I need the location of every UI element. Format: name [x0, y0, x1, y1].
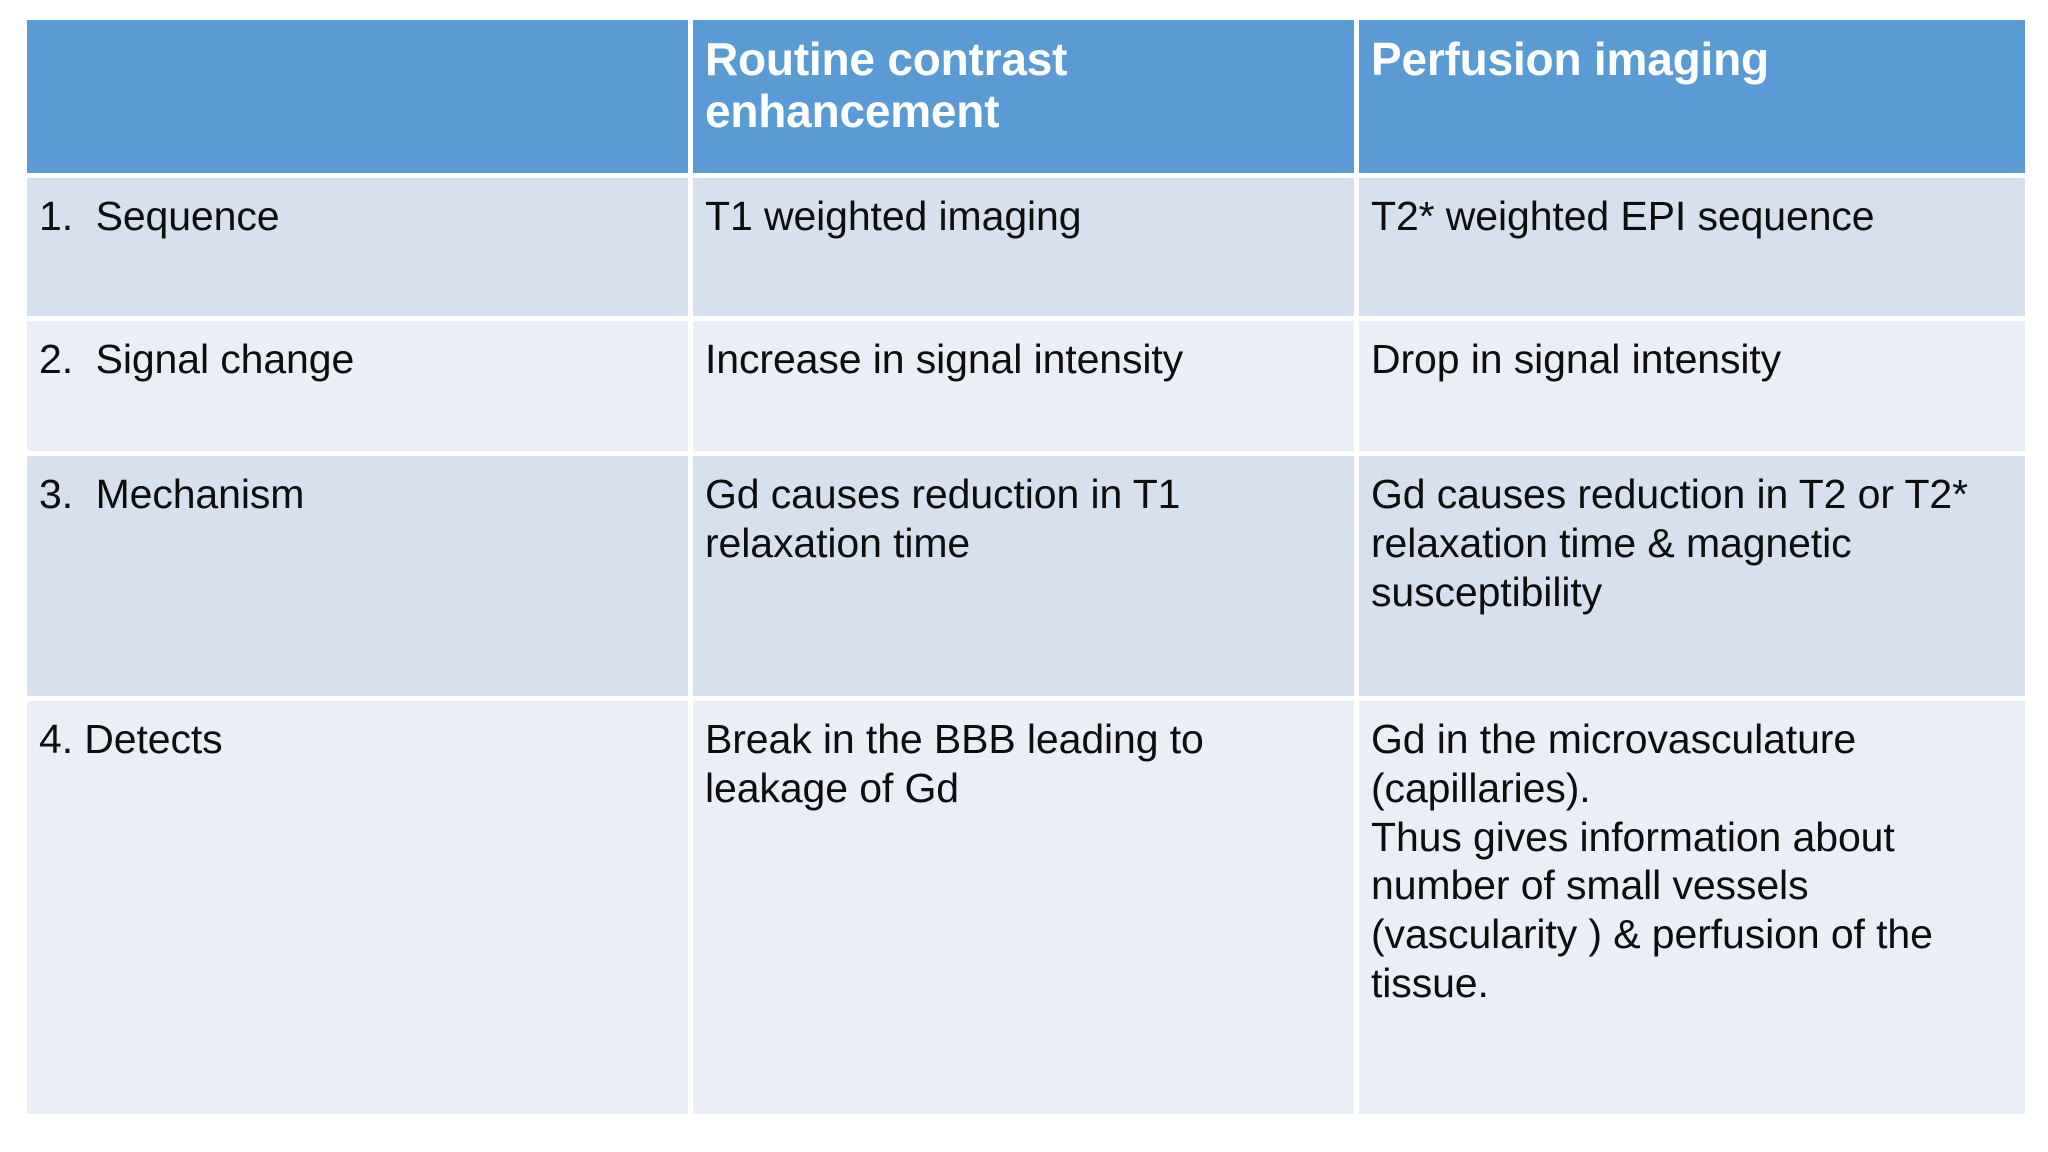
cell-detects-perfusion-line-1: Gd in the microvasculature (capillaries)…	[1371, 716, 1857, 811]
table-row-signal-change: 2. Signal change Increase in signal inte…	[27, 321, 2025, 456]
row-label-mechanism: 3. Mechanism	[27, 456, 693, 701]
cell-mechanism-perfusion: Gd causes reduction in T2 or T2* relaxat…	[1359, 456, 2025, 701]
header-cell-routine-contrast-enhancement: Routine contrast enhancement	[693, 20, 1359, 178]
row-label-signal-change: 2. Signal change	[27, 321, 693, 456]
cell-detects-routine: Break in the BBB leading to leakage of G…	[693, 701, 1359, 1114]
cell-signal-change-perfusion: Drop in signal intensity	[1359, 321, 2025, 456]
comparison-table: Routine contrast enhancement Perfusion i…	[27, 20, 2025, 1114]
table-row-mechanism: 3. Mechanism Gd causes reduction in T1 r…	[27, 456, 2025, 701]
table-row-detects: 4. Detects Break in the BBB leading to l…	[27, 701, 2025, 1114]
cell-sequence-perfusion: T2* weighted EPI sequence	[1359, 178, 2025, 321]
header-cell-perfusion-imaging: Perfusion imaging	[1359, 20, 2025, 178]
table-row-sequence: 1. Sequence T1 weighted imaging T2* weig…	[27, 178, 2025, 321]
cell-detects-perfusion-line-2: Thus gives information about number of s…	[1371, 813, 1933, 1006]
header-cell-blank	[27, 20, 693, 178]
row-label-sequence: 1. Sequence	[27, 178, 693, 321]
table-body: 1. Sequence T1 weighted imaging T2* weig…	[27, 178, 2025, 1114]
table-header: Routine contrast enhancement Perfusion i…	[27, 20, 2025, 178]
cell-signal-change-routine: Increase in signal intensity	[693, 321, 1359, 456]
cell-sequence-routine: T1 weighted imaging	[693, 178, 1359, 321]
row-label-detects: 4. Detects	[27, 701, 693, 1114]
cell-detects-perfusion: Gd in the microvasculature (capillaries)…	[1359, 701, 2025, 1114]
table-header-row: Routine contrast enhancement Perfusion i…	[27, 20, 2025, 178]
cell-mechanism-routine: Gd causes reduction in T1 relaxation tim…	[693, 456, 1359, 701]
